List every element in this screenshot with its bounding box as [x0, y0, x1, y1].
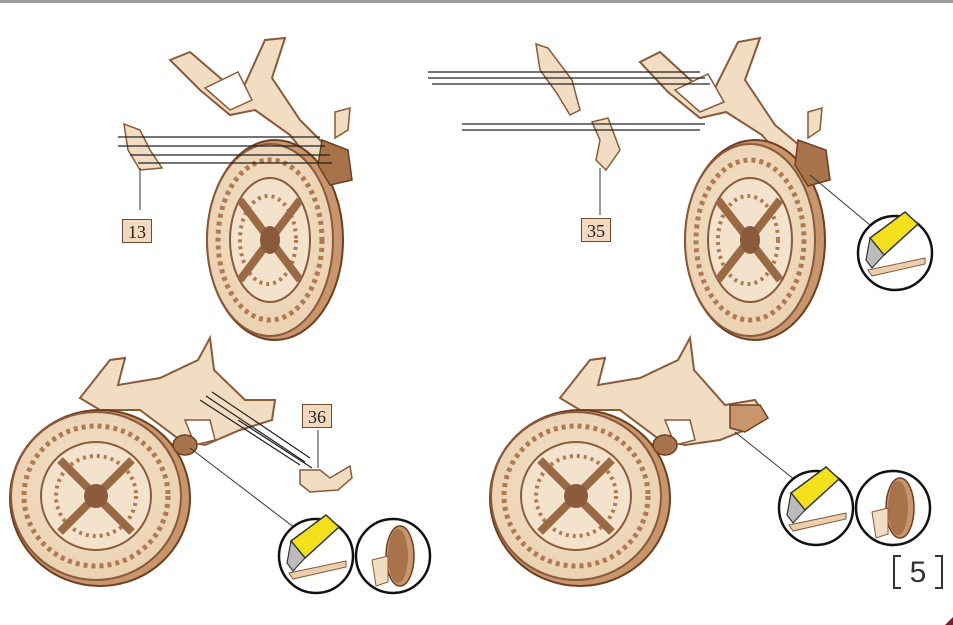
step-1-illustration [118, 36, 353, 341]
bracket-right [935, 555, 943, 589]
step-3-illustration [9, 334, 353, 587]
top-rule [0, 0, 953, 3]
page-number-value: 5 [909, 556, 927, 589]
step-4-illustration [489, 334, 796, 587]
part-label-35: 35 [581, 218, 611, 242]
part-label-36: 36 [302, 404, 332, 428]
step-2-illustration [428, 36, 871, 341]
corner-mark [945, 617, 953, 625]
glue-peg-icon [854, 469, 932, 547]
utility-knife-icon [277, 514, 355, 595]
utility-knife-icon [777, 466, 855, 547]
bracket-left [893, 555, 901, 589]
part-label-13: 13 [122, 219, 152, 243]
page-number: 5 [893, 553, 943, 593]
glue-peg-icon [354, 517, 432, 595]
utility-knife-icon [856, 211, 934, 292]
